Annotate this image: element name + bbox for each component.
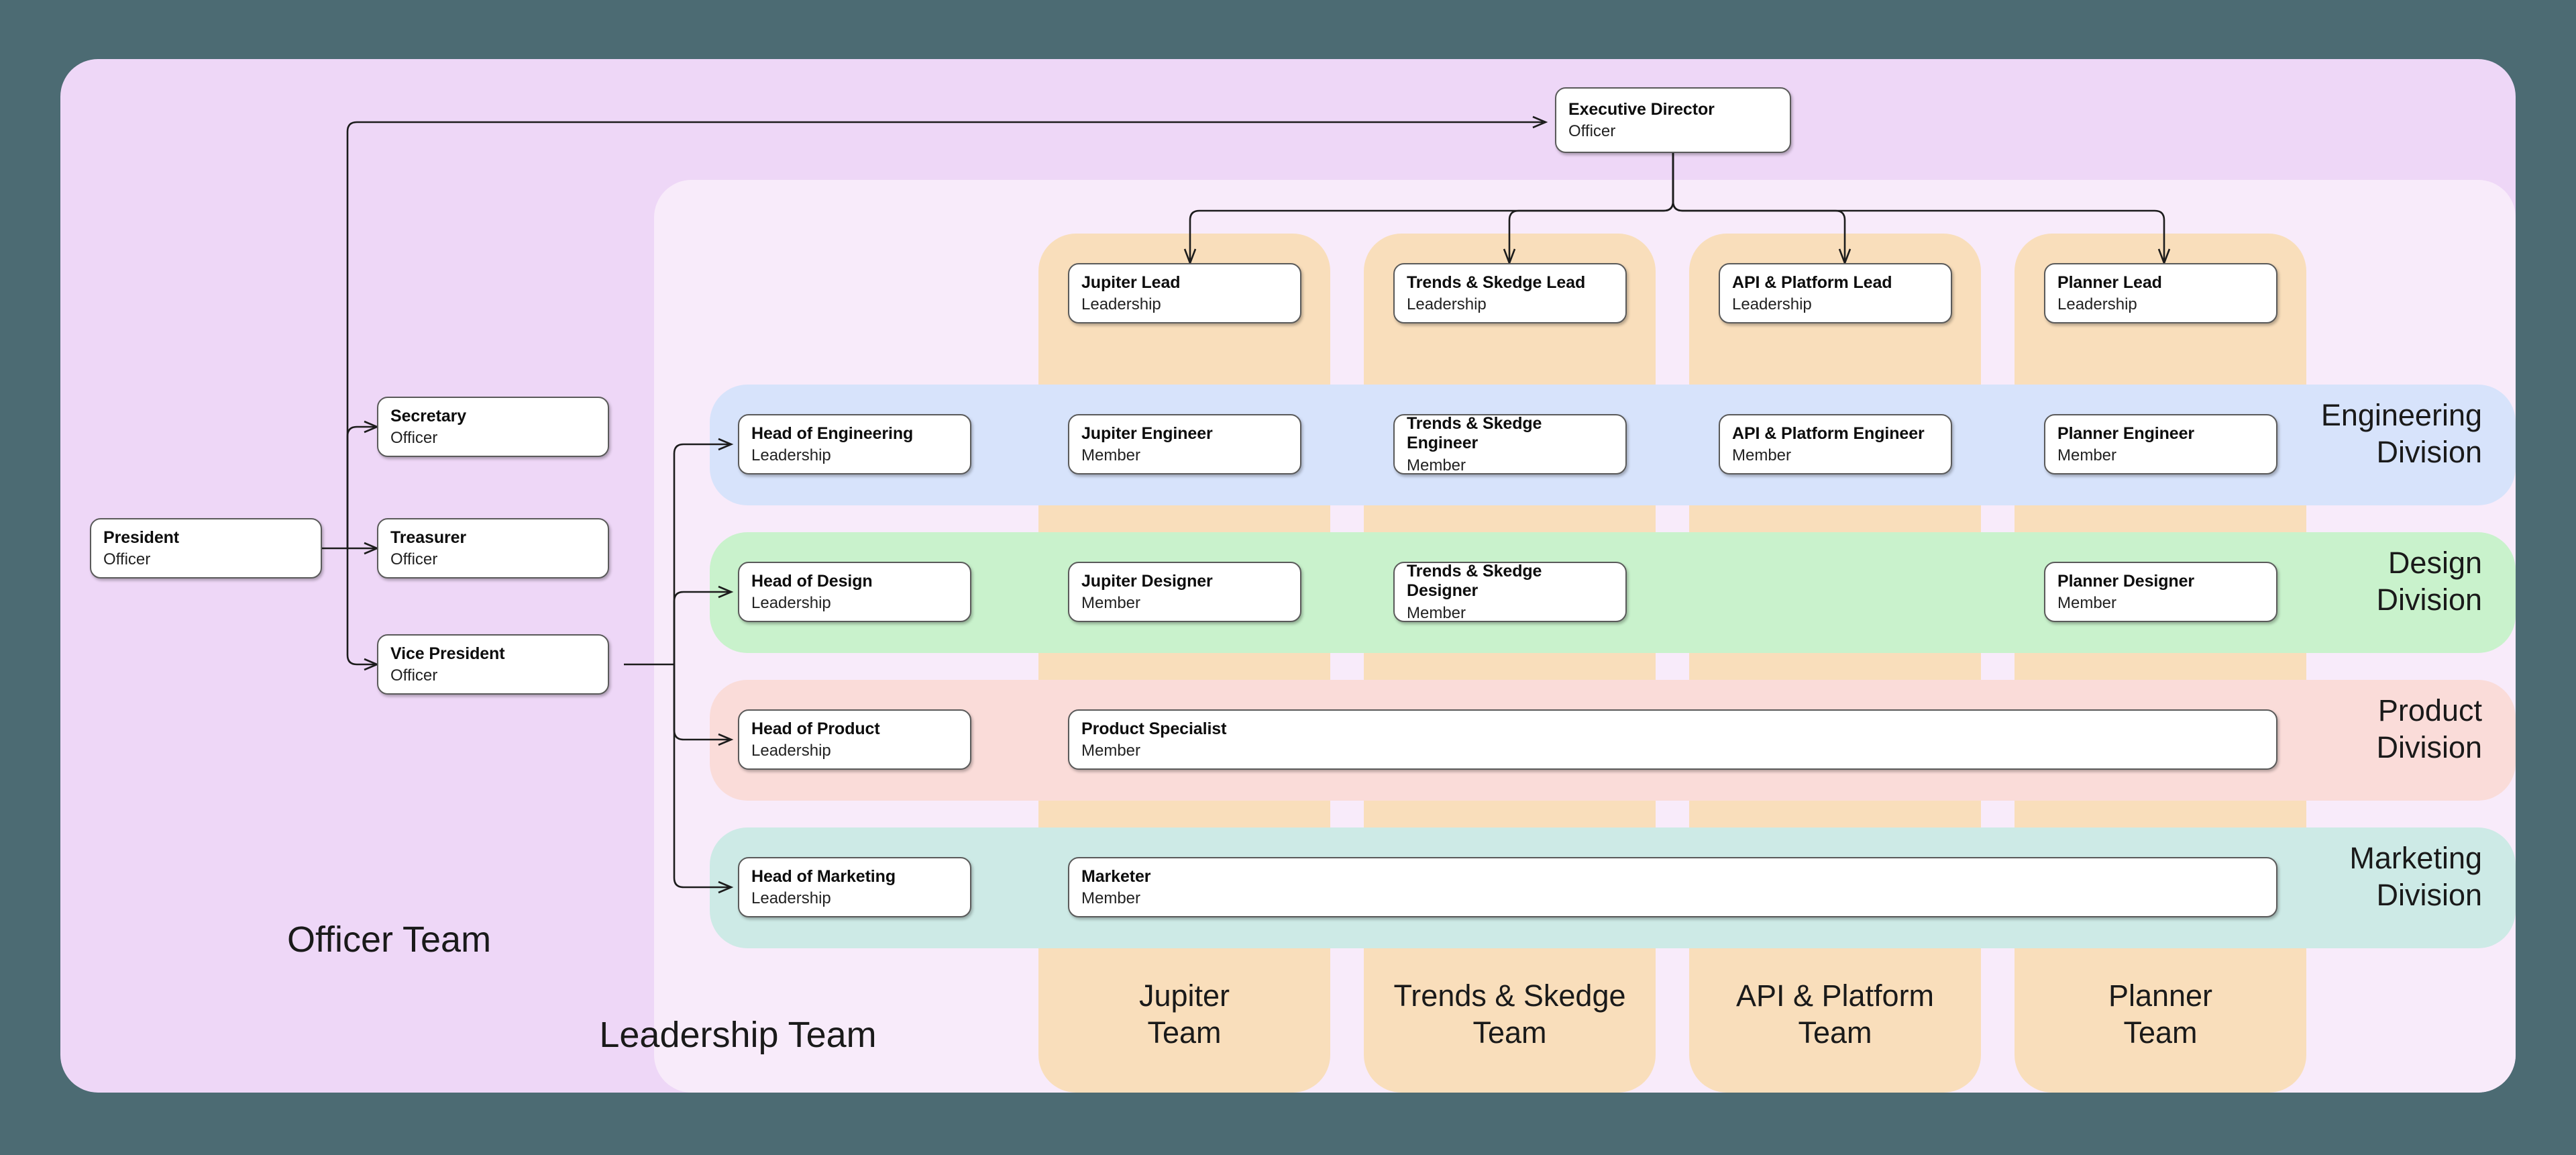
group-label-division-product: Product Division — [2376, 693, 2482, 764]
node-role: Member — [1081, 446, 1141, 465]
node-planner-engineer[interactable]: Planner Engineer Member — [2044, 414, 2277, 474]
node-head-of-engineering[interactable]: Head of Engineering Leadership — [738, 414, 971, 474]
node-title: API & Platform Engineer — [1732, 423, 1925, 443]
node-role: Member — [1081, 889, 1141, 908]
group-label-team-jupiter: Jupiter Team — [1138, 978, 1230, 1050]
node-role: Officer — [1568, 122, 1616, 141]
node-title: Trends & Skedge Designer — [1407, 562, 1542, 601]
node-role: Leadership — [1407, 295, 1487, 314]
node-title: Trends & Skedge Engineer — [1407, 414, 1542, 453]
node-api-platform-engineer[interactable]: API & Platform Engineer Member — [1719, 414, 1952, 474]
node-role: Leadership — [1732, 295, 1812, 314]
node-role: Leadership — [751, 742, 831, 760]
node-president[interactable]: President Officer — [90, 518, 322, 579]
node-title: API & Platform Lead — [1732, 272, 1892, 292]
node-title: Head of Product — [751, 719, 880, 738]
node-planner-lead[interactable]: Planner Lead Leadership — [2044, 263, 2277, 323]
node-title: Executive Director — [1568, 99, 1715, 119]
node-title: Marketer — [1081, 866, 1151, 886]
node-title: Planner Designer — [2057, 571, 2195, 591]
node-trends-skedge-engineer[interactable]: Trends & Skedge Engineer Member — [1393, 414, 1627, 474]
group-label-division-engineering: Engineering Division — [2320, 398, 2482, 469]
node-role: Member — [1407, 603, 1466, 622]
group-label-team-planner: Planner Team — [2108, 978, 2213, 1050]
node-head-of-marketing[interactable]: Head of Marketing Leadership — [738, 857, 971, 917]
group-label-division-design: Design Division — [2376, 546, 2482, 617]
node-title: Head of Engineering — [751, 423, 914, 443]
node-title: Planner Lead — [2057, 272, 2162, 292]
node-trends-skedge-lead[interactable]: Trends & Skedge Lead Leadership — [1393, 263, 1627, 323]
node-title: Trends & Skedge Lead — [1407, 272, 1586, 292]
node-role: Officer — [390, 666, 438, 685]
node-title: Product Specialist — [1081, 719, 1227, 738]
node-planner-designer[interactable]: Planner Designer Member — [2044, 562, 2277, 622]
node-product-specialist[interactable]: Product Specialist Member — [1068, 709, 2277, 770]
node-title: Jupiter Designer — [1081, 571, 1213, 591]
node-title: Head of Design — [751, 571, 873, 591]
node-title: President — [103, 528, 180, 547]
node-title: Treasurer — [390, 528, 467, 547]
group-team-jupiter — [1038, 234, 1330, 1093]
node-role: Member — [1081, 594, 1141, 613]
node-vice-president[interactable]: Vice President Officer — [377, 634, 609, 695]
node-role: Member — [2057, 446, 2117, 465]
node-secretary[interactable]: Secretary Officer — [377, 397, 609, 457]
node-role: Officer — [390, 429, 438, 448]
node-role: Leadership — [751, 594, 831, 613]
group-team-api-platform — [1689, 234, 1981, 1093]
node-role: Leadership — [751, 446, 831, 465]
node-title: Planner Engineer — [2057, 423, 2195, 443]
node-role: Officer — [103, 550, 151, 569]
node-jupiter-lead[interactable]: Jupiter Lead Leadership — [1068, 263, 1301, 323]
node-role: Leadership — [751, 889, 831, 908]
node-role: Member — [1407, 456, 1466, 474]
node-role: Officer — [390, 550, 438, 569]
node-executive-director[interactable]: Executive Director Officer — [1555, 87, 1791, 153]
node-title: Secretary — [390, 406, 467, 425]
node-trends-skedge-designer[interactable]: Trends & Skedge Designer Member — [1393, 562, 1627, 622]
node-head-of-product[interactable]: Head of Product Leadership — [738, 709, 971, 770]
group-team-trends-skedge — [1364, 234, 1656, 1093]
node-jupiter-engineer[interactable]: Jupiter Engineer Member — [1068, 414, 1301, 474]
node-title: Head of Marketing — [751, 866, 896, 886]
node-role: Member — [1732, 446, 1792, 465]
node-jupiter-designer[interactable]: Jupiter Designer Member — [1068, 562, 1301, 622]
node-title: Jupiter Engineer — [1081, 423, 1213, 443]
node-marketer[interactable]: Marketer Member — [1068, 857, 2277, 917]
group-label-team-api-platform: API & Platform Team — [1735, 978, 1935, 1050]
node-role: Member — [1081, 742, 1141, 760]
node-role: Leadership — [2057, 295, 2137, 314]
group-label-leadership-team: Leadership Team — [599, 1015, 877, 1055]
node-role: Member — [2057, 594, 2117, 613]
group-label-division-marketing: Marketing Division — [2349, 841, 2482, 912]
node-role: Leadership — [1081, 295, 1161, 314]
node-head-of-design[interactable]: Head of Design Leadership — [738, 562, 971, 622]
node-title: Jupiter Lead — [1081, 272, 1181, 292]
group-team-planner — [2015, 234, 2306, 1093]
node-treasurer[interactable]: Treasurer Officer — [377, 518, 609, 579]
node-api-platform-lead[interactable]: API & Platform Lead Leadership — [1719, 263, 1952, 323]
group-label-team-trends-skedge: Trends & Skedge Team — [1393, 978, 1626, 1050]
group-label-officer-team: Officer Team — [286, 919, 492, 960]
node-title: Vice President — [390, 644, 505, 663]
